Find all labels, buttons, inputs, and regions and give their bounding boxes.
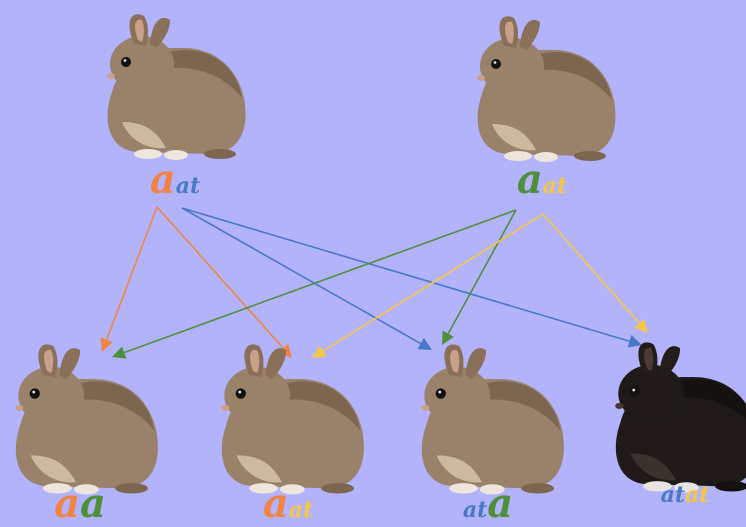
offspring-3-rabbit-agouti [421, 344, 564, 495]
parent-left-rabbit-agouti [107, 14, 246, 160]
allele-at: at [660, 482, 685, 508]
allele-a: a [516, 156, 543, 203]
allele-at: at [685, 482, 710, 508]
parent-left-genotype: aat [150, 160, 200, 200]
allele-a: a [54, 480, 80, 527]
arrow-parent-left-to-offspring-3 [181, 207, 432, 350]
offspring-1-rabbit-agouti [15, 344, 158, 495]
parent-right-genotype: aat [517, 160, 567, 200]
arrow-parent-right-to-offspring-4 [542, 213, 648, 333]
offspring-1-genotype: aa [54, 484, 106, 524]
allele-at: at [542, 173, 568, 199]
arrow-parent-right-to-offspring-2 [312, 213, 544, 358]
offspring-4-rabbit-black [615, 342, 746, 493]
offspring-3-genotype: ata [463, 484, 513, 524]
parent-right-rabbit-agouti [477, 16, 616, 162]
offspring-4-genotype: atat [661, 484, 710, 506]
allele-a: a [262, 480, 289, 527]
allele-at: at [462, 497, 488, 523]
offspring-2-genotype: aat [263, 484, 313, 524]
allele-at: at [175, 173, 201, 199]
allele-a: a [80, 480, 106, 527]
arrow-parent-left-to-offspring-4 [181, 207, 642, 348]
allele-a: a [149, 156, 176, 203]
allele-a: a [487, 480, 514, 527]
offspring-2-rabbit-agouti [221, 344, 364, 495]
arrow-parent-right-to-offspring-3 [442, 209, 517, 345]
arrow-parent-left-to-offspring-1 [100, 206, 158, 352]
arrow-parent-right-to-offspring-1 [112, 209, 517, 359]
arrow-parent-left-to-offspring-2 [156, 206, 292, 358]
allele-at: at [288, 497, 314, 523]
